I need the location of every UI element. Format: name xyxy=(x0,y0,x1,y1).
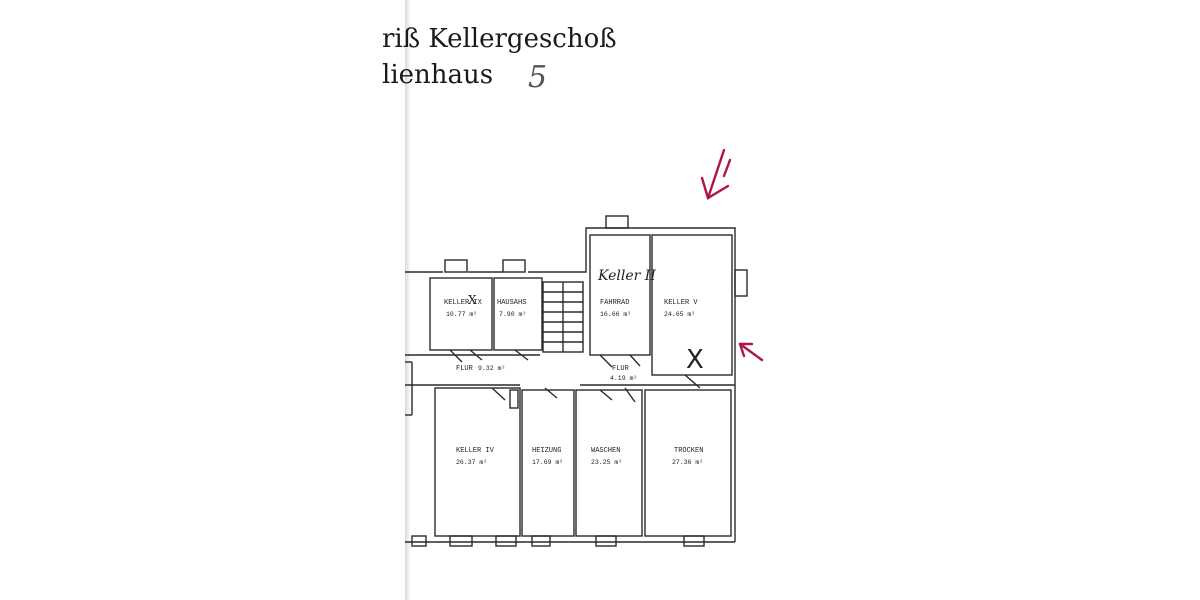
room-area-waschen: 23.25 m² xyxy=(591,459,622,466)
handwritten-house-number: 5 xyxy=(528,60,548,95)
room-label-hausans: HAUSAHS xyxy=(497,299,526,307)
room-label-heizung: HEIZUNG xyxy=(532,447,561,455)
cross-mark-keller-v: X xyxy=(686,345,704,375)
room-area-hausans: 7.90 m² xyxy=(499,311,526,318)
annotation-arrows xyxy=(700,148,764,362)
room-area-flur-1: 9.32 m² xyxy=(478,365,505,372)
room-label-trocken: TROCKEN xyxy=(674,447,703,455)
room-area-keller-iv: 26.37 m² xyxy=(456,459,487,466)
room-area-fahrrad: 16.66 m² xyxy=(600,311,631,318)
room-label-keller-v: KELLER V xyxy=(664,299,698,307)
room-label-keller-iv: KELLER IV xyxy=(456,447,495,455)
plan-title: riß Kellergeschoß xyxy=(382,24,617,54)
room-label-flur-2: FLUR xyxy=(612,365,630,373)
room-area-heizung: 17.69 m² xyxy=(532,459,563,466)
room-area-flur-2: 4.19 m² xyxy=(610,375,637,382)
page-edge-shadow xyxy=(405,0,411,600)
cross-mark-keller-ix: X xyxy=(468,293,477,307)
plan-subtitle: lienhaus xyxy=(382,60,494,90)
room-area-keller-v: 24.65 m² xyxy=(664,311,695,318)
staircase xyxy=(543,282,583,352)
room-labels: KELLER IX 10.77 m² HAUSAHS 7.90 m² FAHRR… xyxy=(444,299,703,466)
arrow-up-left-icon xyxy=(738,342,764,362)
arrow-down-left-icon xyxy=(700,148,732,200)
room-label-flur-1: FLUR xyxy=(456,365,474,373)
room-label-keller-ix: KELLER IX xyxy=(444,299,483,307)
room-area-trocken: 27.36 m² xyxy=(672,459,703,466)
walls xyxy=(405,215,748,547)
room-label-waschen: WASCHEN xyxy=(591,447,620,455)
scanned-page xyxy=(405,0,825,600)
handwritten-keller-label: Keller II xyxy=(597,268,656,284)
room-label-fahrrad: FAHRRAD xyxy=(600,299,629,307)
room-area-keller-ix: 10.77 m² xyxy=(446,311,477,318)
